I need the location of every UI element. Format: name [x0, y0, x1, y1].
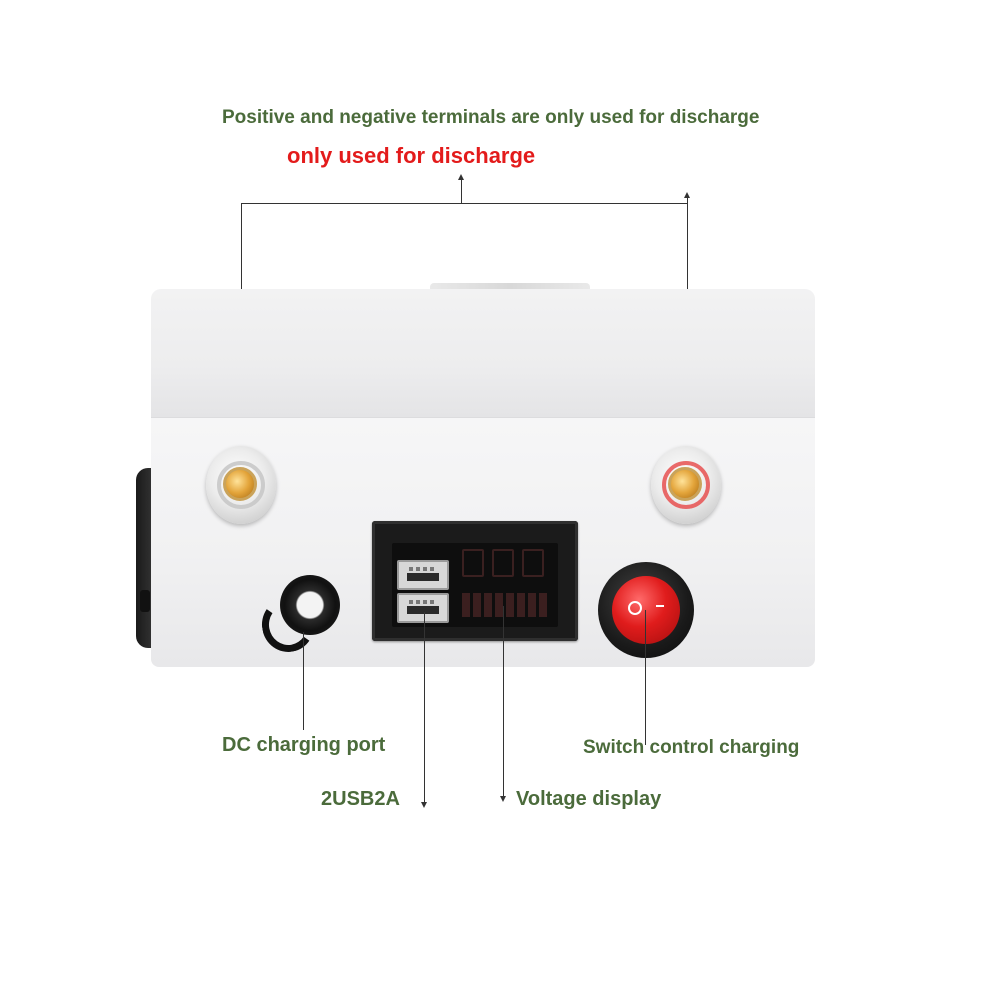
- discharge-only-label: only used for discharge: [287, 143, 536, 168]
- callout-line-dc-port: [303, 632, 304, 730]
- callout-arrow-right-top: [684, 192, 690, 198]
- callout-arrow-top-center: [458, 174, 464, 180]
- battery-box-top: [151, 289, 815, 417]
- switch-on-symbol-icon: [656, 605, 664, 607]
- usb-tongue: [407, 573, 439, 581]
- segment-digit: [522, 549, 544, 577]
- dc-charging-port[interactable]: [280, 575, 340, 635]
- voltage-display-label: Voltage display: [516, 788, 662, 810]
- callout-line-voltage: [503, 606, 504, 798]
- usb-port-bottom[interactable]: [397, 593, 449, 623]
- positive-terminal-ring: [662, 461, 710, 509]
- battery-level-bar-display: [462, 593, 548, 617]
- usb-port-top[interactable]: [397, 560, 449, 590]
- dc-charging-port-label: DC charging port: [222, 734, 386, 756]
- rocker-switch[interactable]: [612, 576, 680, 644]
- positive-terminal-core: [668, 467, 702, 501]
- voltage-seven-segment-display: [462, 549, 550, 579]
- usb-pins-icon: [409, 600, 437, 604]
- negative-terminal-core: [223, 467, 257, 501]
- callout-line-top-center: [461, 178, 462, 204]
- callout-arrow-usb: [421, 802, 427, 808]
- callout-line-bracket: [241, 203, 688, 204]
- usb-pins-icon: [409, 567, 437, 571]
- usb-label: 2USB2A: [321, 788, 400, 810]
- callout-arrow-voltage: [500, 796, 506, 802]
- segment-digit: [462, 549, 484, 577]
- usb-tongue: [407, 606, 439, 614]
- negative-terminal-ring: [217, 461, 265, 509]
- switch-off-symbol-icon: [628, 601, 642, 615]
- segment-digit: [492, 549, 514, 577]
- terminals-heading-label: Positive and negative terminals are only…: [222, 107, 760, 128]
- device-top-ridge: [430, 283, 590, 291]
- side-knob: [140, 590, 150, 612]
- switch-control-charging-label: Switch control charging: [583, 737, 800, 758]
- callout-line-switch: [645, 610, 646, 745]
- callout-line-usb: [424, 612, 425, 804]
